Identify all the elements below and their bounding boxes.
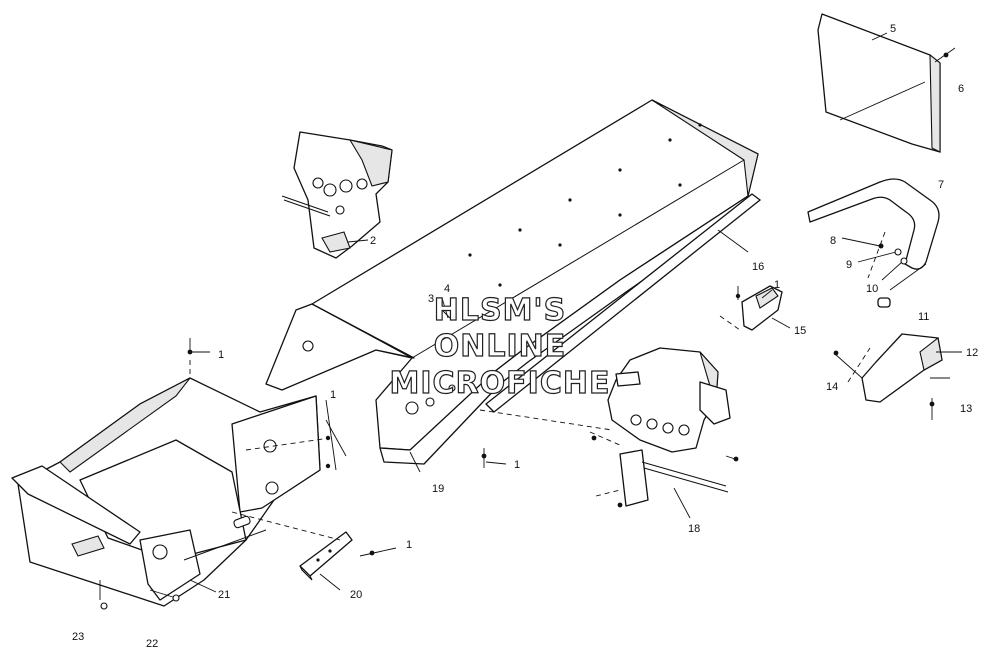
callout-3: 3 bbox=[428, 293, 434, 305]
callout-19: 19 bbox=[432, 483, 444, 495]
callout-9: 9 bbox=[846, 259, 852, 271]
bracket-part-18 bbox=[479, 347, 739, 519]
callout-11: 11 bbox=[918, 311, 929, 323]
rail-part-16 bbox=[485, 193, 761, 413]
callout-1-bracket15: 1 bbox=[774, 279, 780, 291]
callout-10: 10 bbox=[866, 283, 878, 295]
callout-1-tunnel: 1 bbox=[514, 459, 520, 471]
callout-2: 2 bbox=[370, 235, 376, 247]
callout-22: 22 bbox=[146, 638, 158, 650]
callout-1-frame: 1 bbox=[218, 349, 224, 361]
callout-16: 16 bbox=[752, 261, 764, 273]
hardware-8-11 bbox=[841, 237, 908, 308]
callout-7: 7 bbox=[938, 179, 944, 191]
callout-8: 8 bbox=[830, 235, 836, 247]
cover-part-12 bbox=[833, 333, 962, 420]
watermark-line-3: MICROFICHE bbox=[390, 366, 611, 401]
bracket-part-2 bbox=[281, 131, 393, 259]
callout-21: 21 bbox=[218, 589, 230, 601]
callout-12: 12 bbox=[966, 347, 978, 359]
plate-part-20 bbox=[231, 511, 397, 591]
watermark-line-1: HLSM'S bbox=[434, 293, 566, 328]
callout-23: 23 bbox=[72, 631, 84, 643]
watermark: HLSM'S ONLINE MICROFICHE bbox=[389, 292, 611, 401]
flap-part-5 bbox=[817, 13, 956, 153]
callout-20: 20 bbox=[350, 589, 362, 601]
bracket-part-15 bbox=[719, 285, 791, 331]
callout-labels: 5 6 7 8 9 10 11 12 13 14 1 15 16 2 3 4 1… bbox=[72, 23, 978, 650]
pins-part-3-4 bbox=[437, 297, 453, 321]
watermark-line-2: ONLINE bbox=[434, 329, 567, 364]
callout-15: 15 bbox=[794, 325, 806, 337]
callout-13: 13 bbox=[960, 403, 972, 415]
callout-1-plate: 1 bbox=[406, 539, 412, 551]
callout-14: 14 bbox=[826, 381, 838, 393]
callout-5: 5 bbox=[890, 23, 896, 35]
screw-part-1-mid bbox=[481, 448, 507, 468]
callout-6: 6 bbox=[958, 83, 964, 95]
callout-4: 4 bbox=[444, 283, 450, 295]
bumper-part-7 bbox=[807, 178, 940, 291]
callout-1-frame-side: 1 bbox=[330, 389, 336, 401]
frame-part-21 bbox=[11, 338, 347, 610]
callout-18: 18 bbox=[688, 523, 700, 535]
